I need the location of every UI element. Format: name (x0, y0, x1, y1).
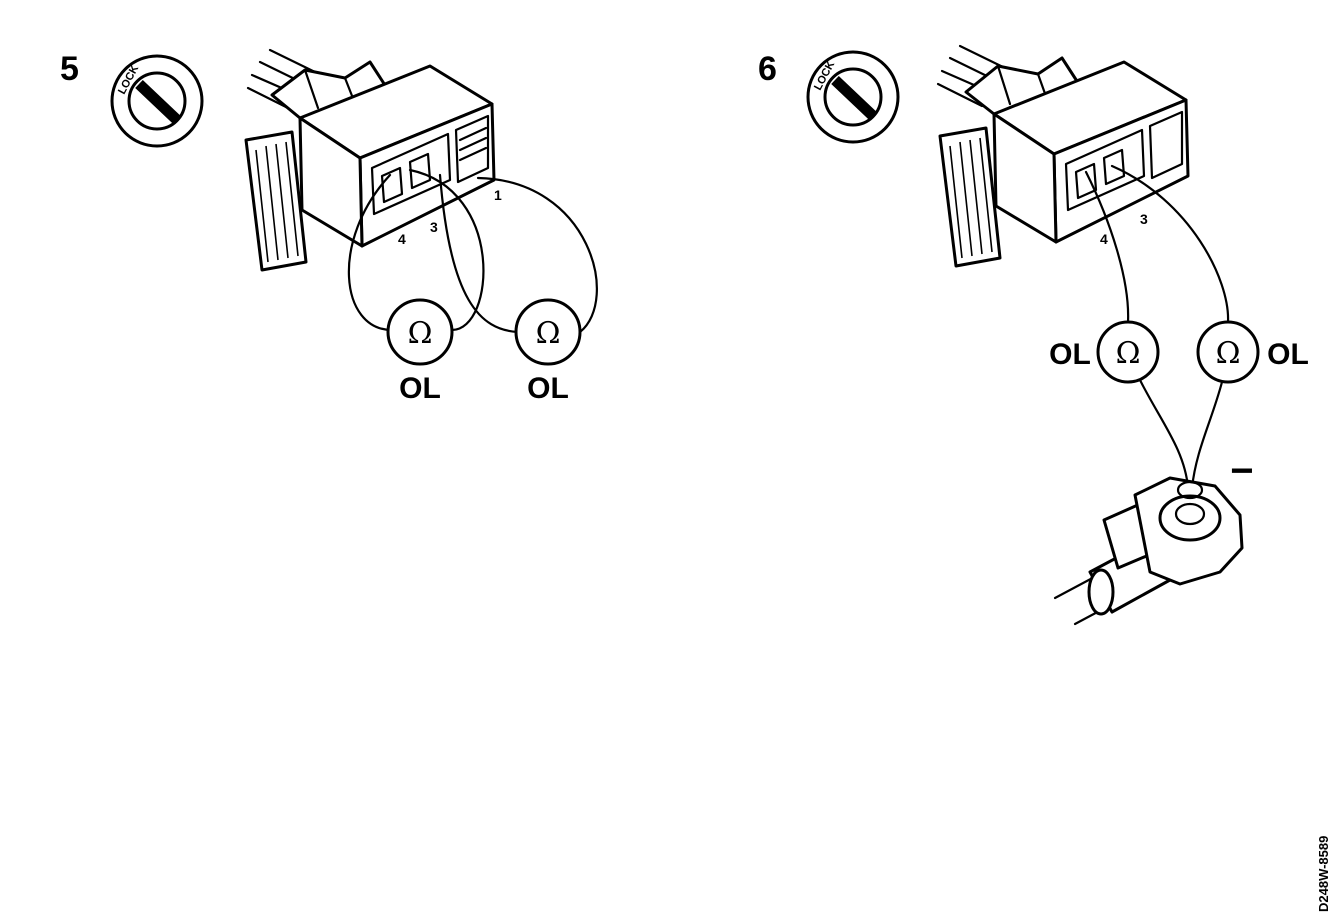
panel-5: 5 LOCK (60, 48, 598, 405)
test-lead (476, 176, 598, 334)
pin-label: 4 (398, 231, 406, 247)
ohm-symbol: Ω (1116, 336, 1141, 371)
ignition-lock-icon: LOCK (110, 54, 204, 148)
pin-label: 1 (494, 187, 502, 203)
ohmmeter-1: Ω OL (386, 298, 454, 405)
polarity-sign: − (1230, 449, 1253, 493)
ohmmeter-1: Ω OL (1049, 320, 1160, 384)
test-lead (347, 173, 394, 332)
connector-icon (936, 44, 1190, 268)
meter-reading: OL (1267, 338, 1309, 371)
pin-label: 4 (1100, 231, 1108, 247)
meter-reading: OL (527, 372, 569, 405)
test-lead (1190, 380, 1224, 490)
test-lead (1138, 378, 1190, 490)
ring-terminal-icon (1053, 476, 1244, 626)
ohmmeter-2: Ω OL (1196, 320, 1309, 384)
connector-icon (244, 48, 496, 272)
meter-reading: OL (1049, 338, 1091, 371)
test-lead (1110, 164, 1230, 324)
test-lead (1084, 170, 1130, 324)
pin-label: 3 (430, 219, 438, 235)
test-lead (438, 173, 520, 334)
ohm-symbol: Ω (536, 316, 561, 351)
ohmmeter-2: Ω OL (514, 298, 582, 405)
ignition-lock-icon: LOCK (806, 50, 900, 144)
pin-label: 3 (1140, 211, 1148, 227)
ohm-symbol: Ω (408, 316, 433, 351)
step-number: 5 (60, 50, 79, 88)
figure-code: D248W-8589 (1316, 836, 1331, 912)
ohm-symbol: Ω (1216, 336, 1241, 371)
meter-reading: OL (399, 372, 441, 405)
step-number: 6 (758, 50, 777, 88)
panel-6: 6 LOCK 4 3 (758, 44, 1309, 626)
